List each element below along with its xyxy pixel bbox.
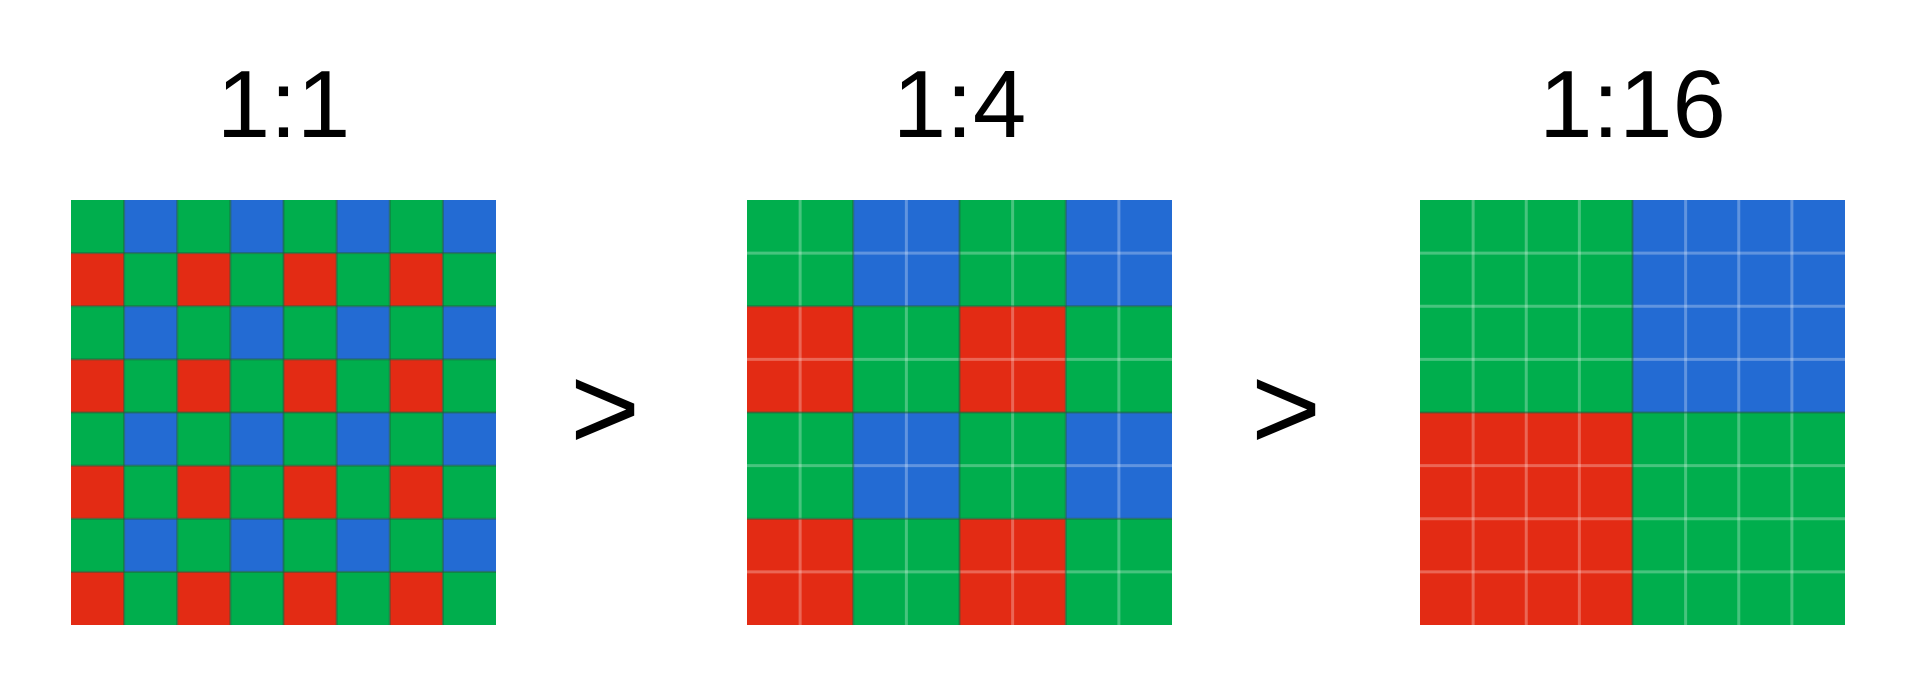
pixel-cell (959, 306, 1066, 413)
pixel-cell (1420, 200, 1633, 413)
pixel-cell (389, 465, 443, 519)
pixel-cell (442, 518, 496, 572)
pixel-cell (336, 359, 390, 413)
pixel-cell (389, 200, 443, 254)
pixel-cell (230, 306, 284, 360)
pixel-grid-1-16 (1420, 200, 1845, 625)
pixel-cell (177, 571, 231, 625)
greater-than-arrow: > (1250, 341, 1322, 475)
pixel-cell (959, 518, 1066, 625)
pixel-cell (71, 200, 125, 254)
pixel-cell (71, 253, 125, 307)
pixel-cell (389, 571, 443, 625)
pixel-cell (336, 412, 390, 466)
pixel-cell (230, 412, 284, 466)
pixel-cell (124, 412, 178, 466)
pixel-cell (336, 465, 390, 519)
pixel-cell (442, 412, 496, 466)
pixel-cell (283, 359, 337, 413)
pixel-cell (230, 465, 284, 519)
bayer-grid-svg (1420, 200, 1845, 625)
pixel-cell (853, 306, 960, 413)
pixel-cell (959, 200, 1066, 307)
pixel-cell (283, 571, 337, 625)
pixel-cell (389, 518, 443, 572)
pixel-cell (124, 359, 178, 413)
pixel-cell (747, 200, 854, 307)
pixel-cell (71, 571, 125, 625)
pixel-cell (442, 200, 496, 254)
pixel-cell (747, 306, 854, 413)
pixel-cell (71, 359, 125, 413)
pixel-cell (283, 412, 337, 466)
pixel-cell (389, 412, 443, 466)
pixel-cell (124, 200, 178, 254)
pixel-cell (177, 412, 231, 466)
pixel-cell (1065, 412, 1172, 519)
pixel-cell (283, 518, 337, 572)
pixel-cell (1065, 306, 1172, 413)
bayer-grid-svg (71, 200, 496, 625)
pixel-cell (1065, 518, 1172, 625)
pixel-cell (124, 306, 178, 360)
pixel-cell (959, 412, 1066, 519)
pixel-cell (336, 571, 390, 625)
pixel-cell (124, 518, 178, 572)
pixel-cell (230, 571, 284, 625)
pixel-cell (71, 306, 125, 360)
pixel-cell (177, 306, 231, 360)
pixel-cell (177, 200, 231, 254)
pixel-cell (389, 306, 443, 360)
pixel-cell (230, 200, 284, 254)
pixel-cell (747, 518, 854, 625)
pixel-cell (853, 200, 960, 307)
pixel-cell (853, 412, 960, 519)
pixel-cell (177, 518, 231, 572)
pixel-grid-1-1 (71, 200, 496, 625)
pixel-cell (442, 253, 496, 307)
pixel-cell (124, 253, 178, 307)
pixel-cell (177, 359, 231, 413)
pixel-cell (124, 571, 178, 625)
pixel-cell (71, 412, 125, 466)
pixel-cell (336, 518, 390, 572)
pixel-cell (1065, 200, 1172, 307)
pixel-cell (177, 253, 231, 307)
pixel-grid-1-4 (747, 200, 1172, 625)
pixel-cell (1420, 412, 1633, 625)
pixel-cell (1632, 412, 1845, 625)
ratio-label-1-1: 1:1 (216, 51, 351, 158)
pixel-cell (336, 200, 390, 254)
pixel-cell (442, 571, 496, 625)
greater-than-arrow: > (569, 341, 641, 475)
pixel-cell (177, 465, 231, 519)
pixel-cell (283, 200, 337, 254)
ratio-label-1-16: 1:16 (1539, 51, 1726, 158)
pixel-cell (230, 518, 284, 572)
pixel-cell (336, 253, 390, 307)
pixel-cell (283, 253, 337, 307)
pixel-cell (442, 359, 496, 413)
pixel-cell (389, 359, 443, 413)
ratio-label-1-4: 1:4 (892, 51, 1027, 158)
pixel-cell (124, 465, 178, 519)
pixel-cell (230, 253, 284, 307)
pixel-cell (283, 465, 337, 519)
pixel-cell (336, 306, 390, 360)
pixel-cell (1632, 200, 1845, 413)
pixel-cell (747, 412, 854, 519)
pixel-cell (853, 518, 960, 625)
pixel-cell (230, 359, 284, 413)
pixel-cell (442, 465, 496, 519)
pixel-cell (71, 518, 125, 572)
pixel-cell (71, 465, 125, 519)
pixel-cell (442, 306, 496, 360)
pixel-cell (389, 253, 443, 307)
pixel-cell (283, 306, 337, 360)
bayer-grid-svg (747, 200, 1172, 625)
